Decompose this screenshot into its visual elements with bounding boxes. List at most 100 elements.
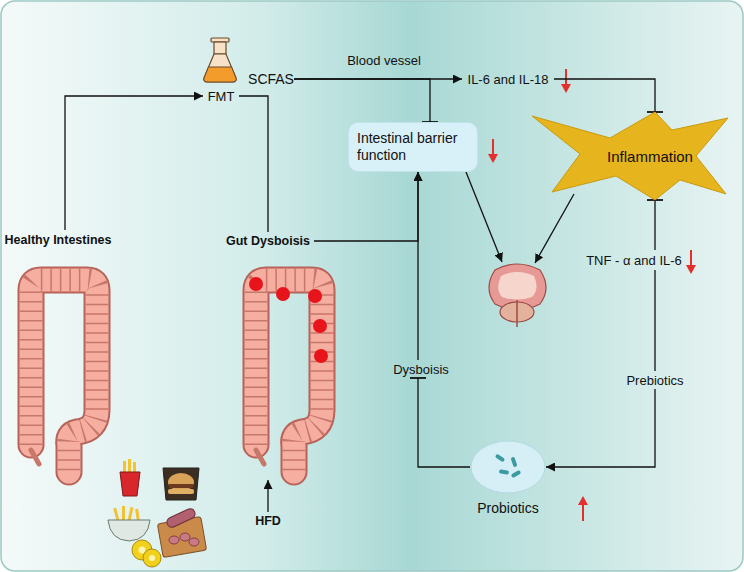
patty [169, 484, 193, 488]
colon-tube [256, 280, 322, 472]
arrow-connector [65, 96, 203, 230]
arrow-connector [268, 480, 269, 512]
inflammation-dot [313, 319, 327, 333]
bacterium-icon [511, 470, 522, 478]
node-text: Probiotics [445, 500, 571, 516]
flask-liquid [204, 67, 236, 82]
node-text: HFD [255, 514, 281, 528]
flask-neck [214, 42, 226, 54]
inflammation-burst: Inflammation [530, 112, 730, 200]
decrease-arrow [488, 139, 498, 163]
colon-haustra [31, 280, 97, 472]
appendix [256, 450, 264, 464]
prostate-illustration [489, 264, 546, 327]
flask-body [204, 54, 236, 82]
sausage-slice [180, 533, 190, 541]
dysbiosis-colon [249, 277, 328, 472]
bacterium-icon [499, 469, 510, 475]
inhibition-connector [294, 79, 438, 122]
fries-bowl [108, 506, 150, 541]
node-text: Dysboisis [393, 362, 449, 377]
process-box: Intestinal barrier function [348, 122, 478, 172]
healthy-colon [31, 280, 97, 472]
colon-outline [256, 280, 322, 472]
decrease-arrow [561, 69, 571, 93]
inflammation-dot [249, 277, 263, 291]
node-text: TNF - α and IL-6 [586, 253, 682, 268]
bun [168, 473, 194, 491]
bowl [108, 520, 150, 541]
state-label: Healthy Intestines [3, 230, 113, 250]
node-text: Healthy Intestines [5, 233, 112, 247]
inflammation-dot [314, 349, 328, 363]
node-text: IL-6 and IL-18 [468, 72, 549, 87]
bacterium-icon [510, 457, 517, 468]
leader-arrow [535, 194, 574, 263]
node-text: Intestinal barrier function [357, 130, 469, 164]
state-label: Gut Dysboisis [222, 232, 314, 480]
inhibition-connector [647, 200, 663, 250]
bacterium-icon [495, 453, 505, 462]
arrow-connector [546, 389, 655, 467]
therapy-label: FMT [203, 86, 239, 106]
arrow-connector [239, 96, 268, 232]
box [163, 468, 199, 500]
node-text: SCFAS [248, 71, 294, 87]
connector-line [654, 200, 655, 250]
burst-polygon [532, 112, 728, 200]
probiotics-circle: Probiotics [470, 440, 546, 494]
arrow-connector [418, 172, 419, 360]
slice [143, 549, 161, 567]
sausage [165, 507, 196, 529]
increase-arrow [578, 496, 588, 521]
cup [120, 472, 140, 496]
appendix [31, 450, 39, 464]
connector-line [546, 389, 655, 467]
inhibition-bar [410, 377, 426, 379]
burger-box [163, 468, 199, 500]
arrow-connector [655, 270, 656, 371]
connector-line [294, 79, 430, 122]
connector-line [418, 378, 470, 467]
arrow-connector [314, 172, 418, 241]
connector-line [654, 270, 655, 371]
sausage-slice [189, 538, 199, 546]
node-text: FMT [208, 89, 235, 104]
leader-arrow [466, 172, 502, 262]
inhibition-connector [554, 79, 663, 112]
edge-label: Blood vessel [324, 53, 444, 68]
bun-bottom [168, 489, 194, 494]
condition-label: Dysboisis [386, 360, 456, 378]
connector-line [239, 96, 268, 232]
cytokine-label: TNF - α and IL-6 [580, 250, 688, 270]
connector-line [554, 79, 655, 112]
inhibition-connector [410, 378, 470, 467]
node-text: Prebiotics [626, 373, 683, 388]
urethra [516, 300, 518, 327]
fries-cup [120, 459, 140, 496]
connector-line [314, 172, 418, 241]
colon-outline [31, 280, 97, 472]
node-text: Inflammation [607, 148, 693, 165]
flask-icon [204, 38, 236, 82]
pineapple-slices [132, 540, 161, 567]
node-text: Gut Dysboisis [222, 232, 314, 250]
connector-line [267, 480, 268, 512]
intervention-label: Prebiotics [612, 371, 698, 389]
slice-core [149, 555, 155, 561]
inflammation-dot [308, 289, 322, 303]
sausage-board [157, 507, 206, 557]
ellipse-fill [471, 441, 545, 493]
colon-haustra [256, 280, 322, 472]
ellipse-shape [470, 440, 546, 494]
diet-label: HFD [252, 512, 284, 530]
inflammation-dot [276, 287, 290, 301]
sausage-slice [169, 536, 179, 544]
junk-food-illustration [108, 459, 207, 567]
colon-tube [31, 280, 97, 472]
connector-line [417, 172, 418, 360]
